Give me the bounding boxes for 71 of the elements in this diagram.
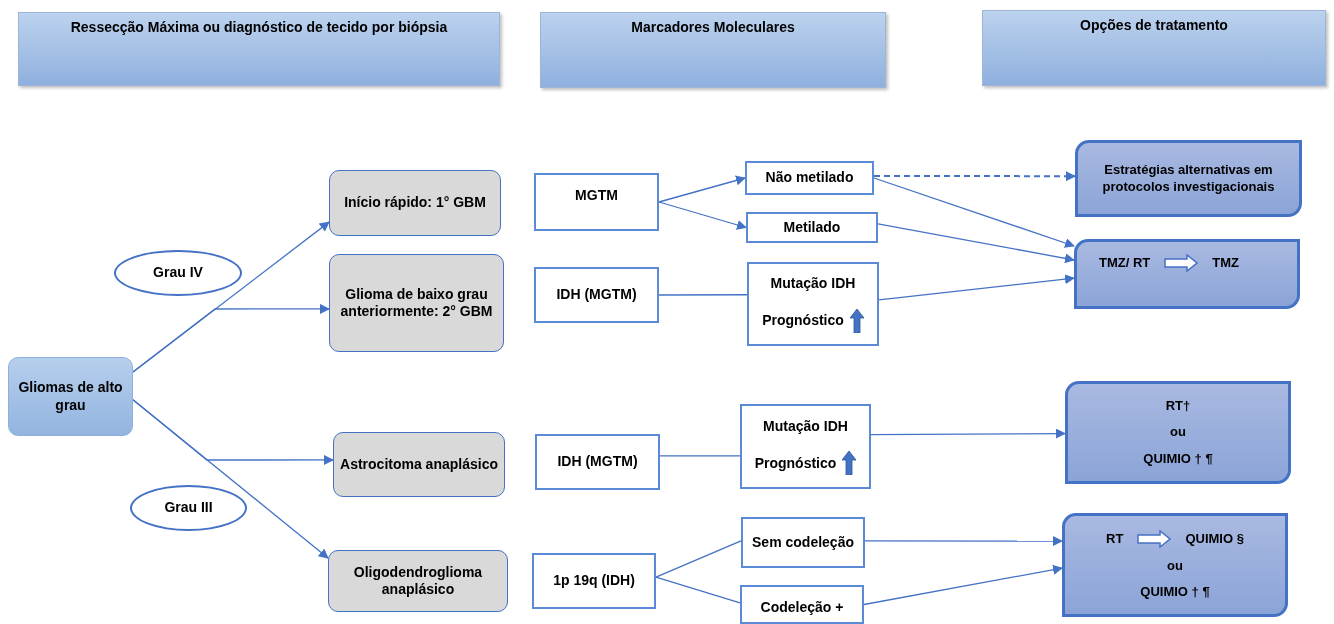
marker-box [534, 173, 659, 231]
header-band [540, 12, 886, 88]
node-text: Sem codeleção [752, 533, 854, 552]
category-box [328, 550, 508, 612]
arrow [658, 201, 747, 230]
treatment-box [1074, 239, 1300, 309]
node-text: Oligodendroglioma anaplásico [352, 563, 484, 599]
header-band [982, 10, 1326, 86]
grade-ellipse [114, 250, 242, 296]
node-text: Não metilado [765, 169, 854, 187]
node-text: Mutação IDH [770, 275, 856, 293]
arrow [132, 399, 329, 559]
arrow [870, 428, 1066, 439]
category-box [329, 254, 504, 352]
node-text: ou [1170, 424, 1186, 441]
connector-line [655, 540, 742, 578]
result-box [740, 404, 871, 489]
node-text: IDH (MGTM) [557, 453, 638, 471]
node-text: Codeleção + [760, 599, 844, 617]
grade-ellipse [130, 485, 247, 531]
node-text: Astrocitoma anaplásico [340, 455, 498, 474]
node-text: RT† [1165, 398, 1191, 415]
node-text: QUIMIO † ¶ [1140, 584, 1210, 601]
node-text: Gliomas de alto grau [17, 379, 124, 414]
node-text: IDH (MGTM) [556, 286, 637, 304]
treatment-box [1062, 513, 1288, 617]
connector-line [659, 455, 741, 457]
node-text: Estratégias alternativas em protocolos investigacionais [1101, 162, 1276, 195]
marker-box [534, 267, 659, 323]
arrow [877, 223, 1075, 264]
arrow [132, 303, 330, 373]
root-box [8, 357, 133, 436]
node-text: Mutação IDH [763, 417, 848, 436]
result-box [740, 585, 864, 624]
result-box [747, 262, 879, 346]
result-box [745, 161, 874, 195]
treatment-box [1075, 140, 1302, 217]
category-box [329, 170, 501, 236]
header-band [18, 12, 500, 86]
arrow [878, 274, 1075, 301]
node-text: Prognóstico [754, 454, 837, 472]
node-text: Opções de tratamento [1080, 17, 1228, 35]
arrow [863, 564, 1063, 606]
node-text: TMZ [1212, 254, 1239, 272]
node-text: Prognóstico [762, 312, 844, 330]
arrow [873, 171, 1076, 182]
node-text: Início rápido: 1° GBM [344, 194, 486, 212]
node-text: RT [1106, 530, 1124, 547]
node-text: ou [1167, 557, 1183, 574]
treatment-box [1065, 381, 1291, 484]
arrow [873, 177, 1075, 248]
result-box [746, 212, 878, 243]
node-text: Ressecção Máxima ou diagnóstico de tecido por biópsia [70, 19, 448, 37]
node-text: Grau III [164, 499, 213, 517]
node-text: Glioma de baixo grau anteriormente: 2° GBM [339, 285, 494, 321]
node-text: Marcadores Moleculares [631, 19, 795, 37]
node-text: 1p 19q (IDH) [553, 572, 635, 590]
node-text: QUIMIO † ¶ [1143, 450, 1213, 467]
node-text: QUIMIO § [1185, 530, 1244, 547]
marker-box [535, 434, 660, 490]
arrow [864, 536, 1063, 547]
node-text: TMZ/ RT [1099, 254, 1151, 272]
result-box [741, 517, 865, 568]
connector-line [658, 294, 748, 296]
node-text: Grau IV [153, 264, 203, 282]
arrow [658, 175, 746, 203]
marker-box [532, 553, 656, 609]
category-box [333, 432, 505, 497]
node-text: Metilado [783, 218, 841, 237]
connector-line [655, 576, 741, 604]
node-text: MGTM [575, 187, 618, 205]
